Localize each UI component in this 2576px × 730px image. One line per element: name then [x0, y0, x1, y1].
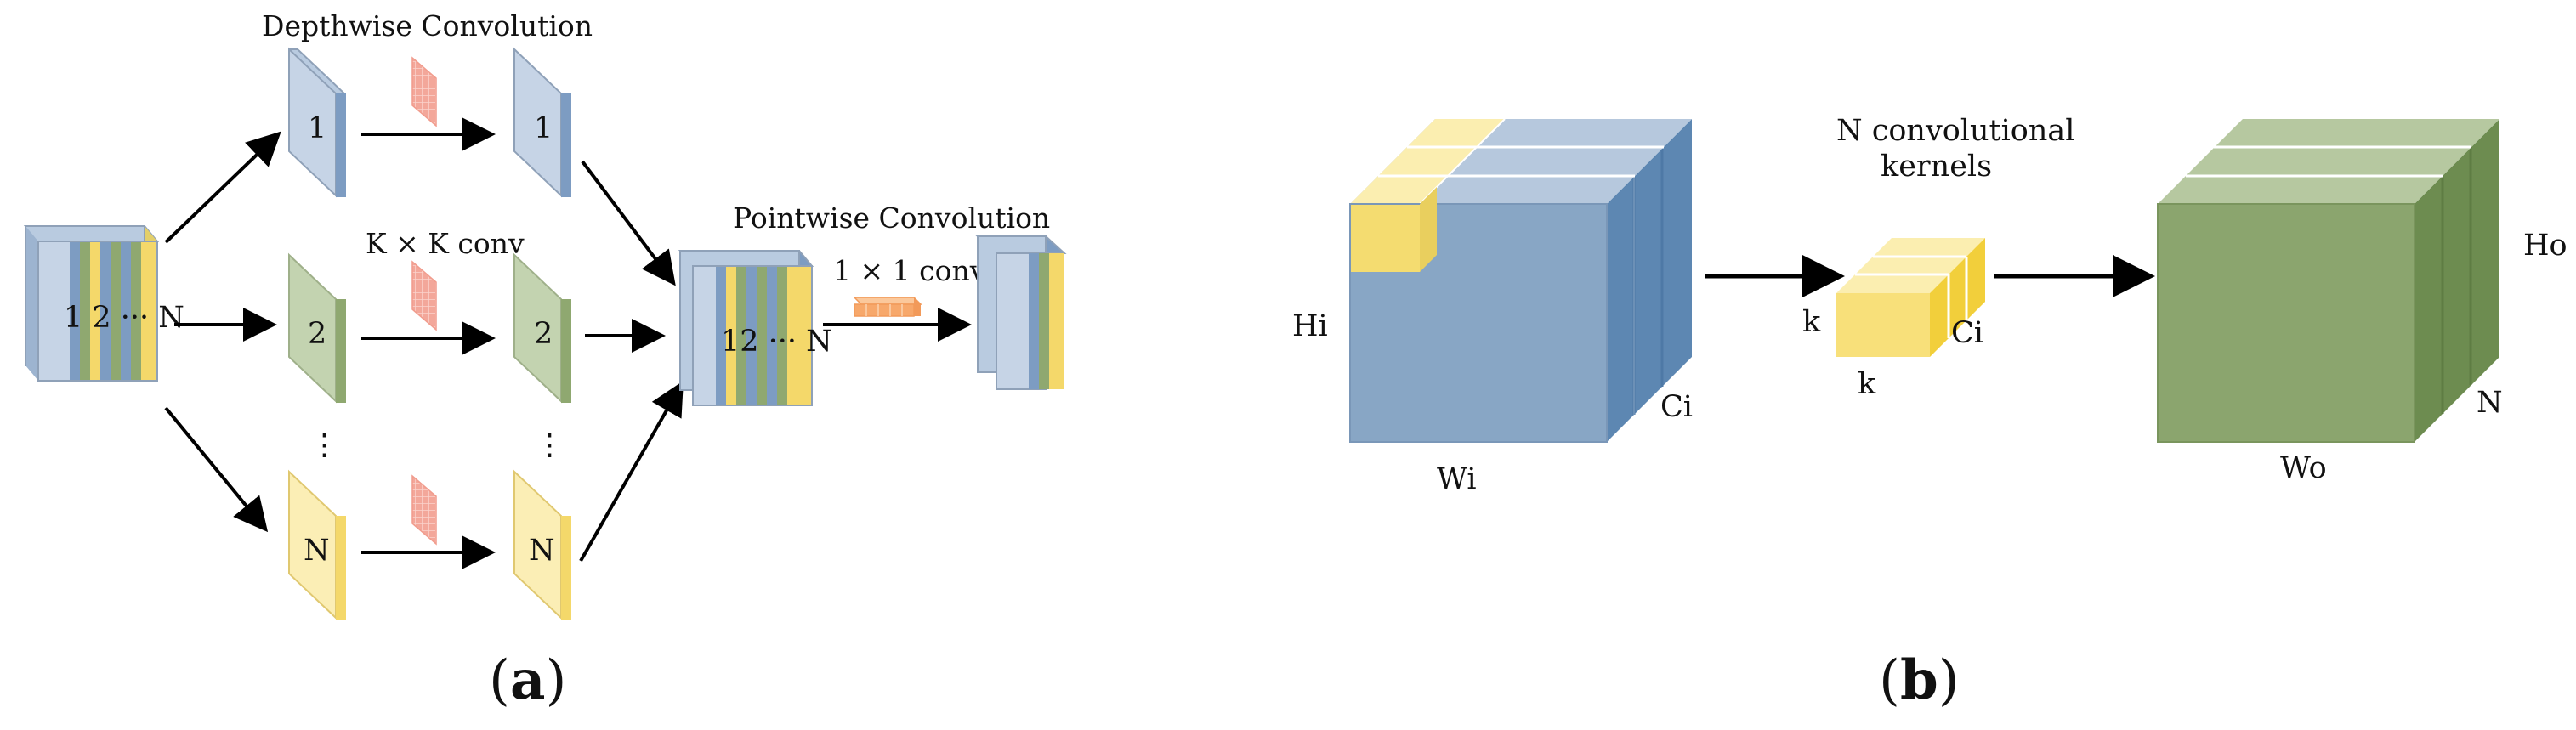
- pointwise-kernel: [853, 297, 922, 317]
- output-1-label: 1: [534, 111, 553, 145]
- channel-n-label: N: [304, 534, 330, 568]
- vdots-left: ⋮: [309, 428, 339, 462]
- n-label: N: [2477, 386, 2503, 420]
- panel-a: 1 2 ··· N 1 1 2 2: [23, 9, 1067, 712]
- input-feature-cube: [1349, 118, 1692, 443]
- kxk-conv-label: K × K conv: [366, 227, 525, 260]
- depthwise-output-1: 1: [513, 47, 571, 198]
- depthwise-channel-n: N: [288, 469, 346, 620]
- ci-label: Ci: [1660, 390, 1693, 424]
- depthwise-output-n: N: [513, 469, 571, 620]
- kernel-block: [1836, 238, 1985, 357]
- depthwise-title: Depthwise Convolution: [262, 9, 593, 42]
- depthwise-kernel-n: [411, 474, 437, 546]
- input-feature-stack: 1 2 ··· N: [23, 225, 184, 382]
- merged-depthwise-output-stack: 12 ··· N: [678, 250, 832, 406]
- kernels-label-line1: N convolutional: [1836, 114, 2074, 148]
- ho-label: Ho: [2523, 229, 2567, 263]
- caption-b: (b): [1879, 648, 1960, 712]
- hi-label: Hi: [1292, 309, 1328, 343]
- kernel-ci-label: Ci: [1951, 316, 1983, 350]
- merged-channels-label: 12 ··· N: [721, 325, 832, 359]
- output-feature-cube: [2157, 119, 2499, 443]
- pointwise-title: Pointwise Convolution: [733, 201, 1050, 235]
- kernel-k-bottom: k: [1858, 367, 1876, 401]
- depthwise-output-2: 2: [513, 252, 571, 404]
- depthwise-channel-1: 1: [288, 47, 346, 198]
- one-by-one-conv-label: 1 × 1 conv: [833, 254, 986, 287]
- channel-2-label: 2: [308, 317, 326, 351]
- wo-label: Wo: [2280, 451, 2327, 485]
- depthwise-channel-2: 2: [288, 252, 346, 404]
- caption-a: (a): [489, 648, 566, 712]
- wi-label: Wi: [1437, 462, 1477, 496]
- kernels-label-line2: kernels: [1881, 150, 1992, 184]
- channel-1-label: 1: [308, 111, 326, 145]
- output-2-label: 2: [534, 317, 553, 351]
- output-n-label: N: [529, 534, 555, 568]
- panel-b: Hi Wi Ci N convolutional kernels k k Ci: [1292, 114, 2567, 712]
- depthwise-kernel-1: [411, 56, 437, 127]
- pointwise-output-stack: [975, 235, 1067, 390]
- kernel-k-left: k: [1802, 305, 1821, 339]
- vdots-right: ⋮: [535, 428, 565, 462]
- depthwise-kernel-2: [411, 260, 437, 331]
- input-channels-label: 1 2 ··· N: [64, 301, 184, 335]
